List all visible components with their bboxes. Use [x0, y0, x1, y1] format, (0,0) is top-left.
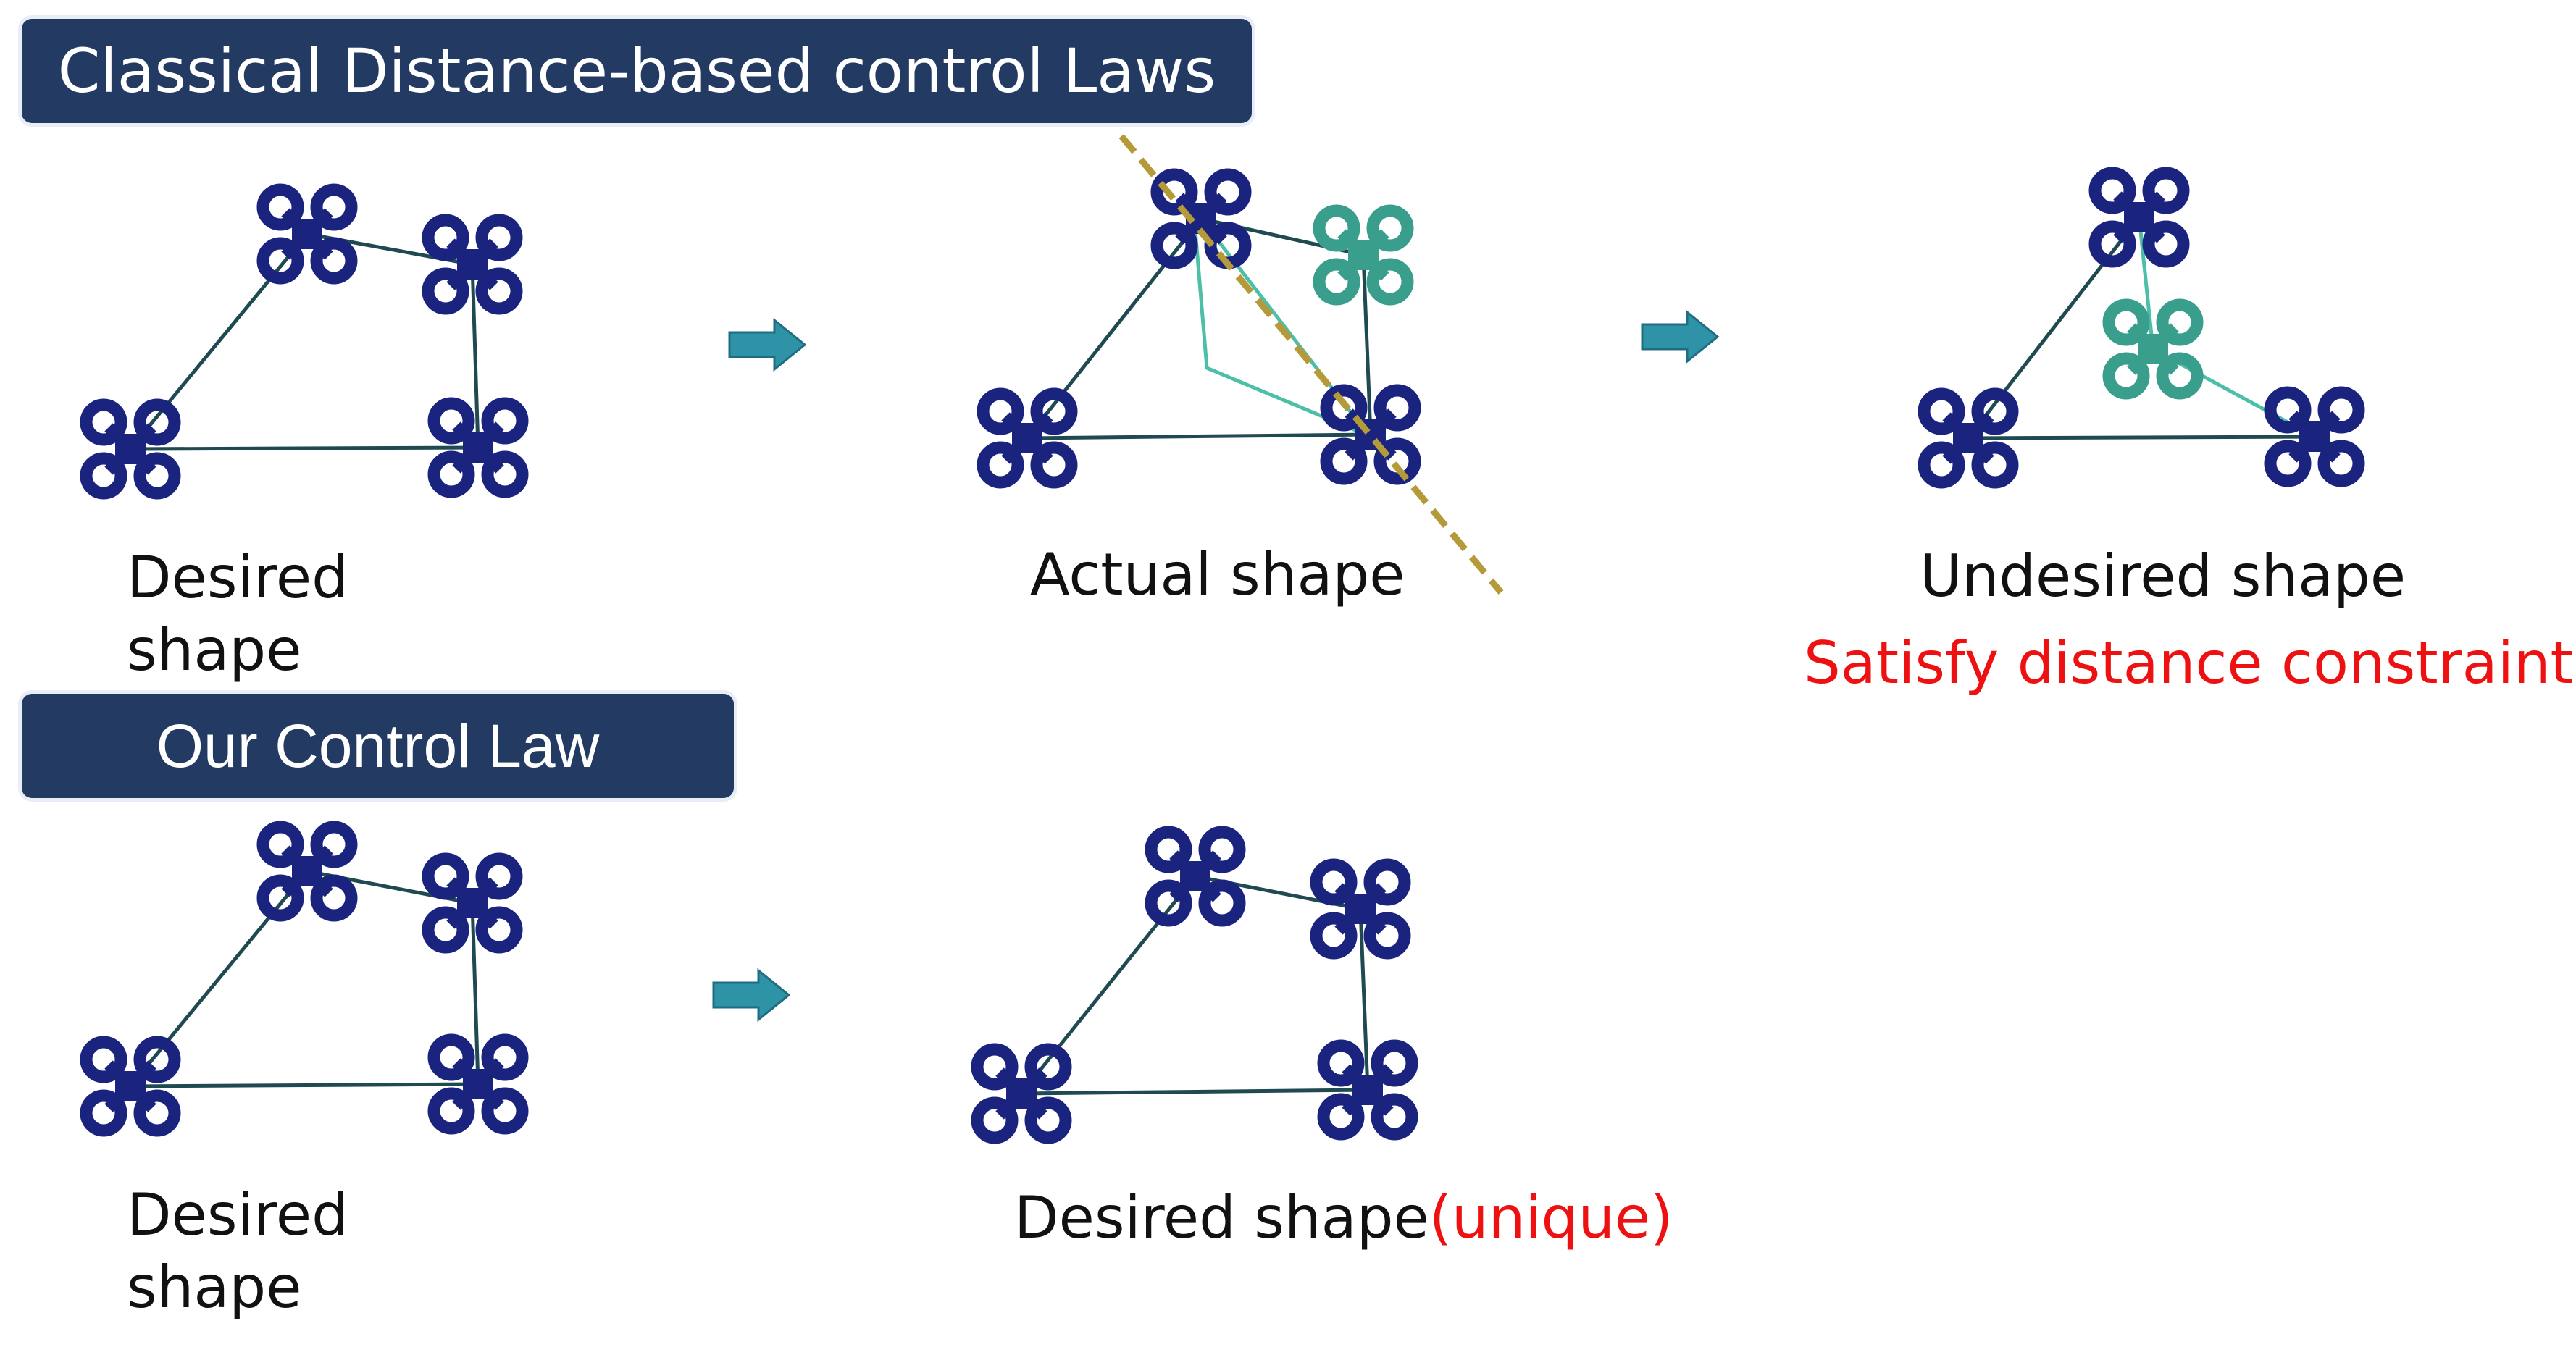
desired-shape-caption-bottom-line2: shape [127, 1254, 302, 1321]
transition-arrow-icon [728, 319, 806, 371]
our-law-banner: Our Control Law [22, 694, 734, 798]
desired-shape-diagram-bottom [86, 827, 522, 1130]
desired-shape-label: Desired shape [1014, 1184, 1429, 1251]
desired-shape-caption-bottom: Desired [127, 1181, 348, 1249]
desired-shape-diagram-top [86, 190, 522, 493]
classical-laws-banner: Classical Distance-based control Laws [22, 19, 1252, 123]
transition-arrow-icon [1641, 311, 1719, 363]
classical-laws-title: Classical Distance-based control Laws [57, 35, 1216, 106]
actual-shape-caption: Actual shape [1030, 541, 1405, 608]
drone-icon [1151, 832, 1239, 920]
transition-arrow-icon [712, 969, 790, 1021]
desired-shape-caption-top: Desired [127, 544, 348, 611]
desired-shape-caption-top-line2: shape [127, 616, 302, 684]
unique-shape-caption: Desired shape(unique) [1014, 1182, 1673, 1254]
satisfy-constraints-caption: Satisfy distance constraints [1804, 629, 2576, 697]
drone-icon [1157, 175, 1245, 263]
undesired-shape-diagram [1924, 173, 2359, 482]
drone-teal-icon [2109, 305, 2197, 393]
undesired-shape-caption: Undesired shape [1920, 542, 2406, 610]
actual-shape-diagram [983, 134, 1504, 595]
unique-label: (unique) [1429, 1184, 1673, 1251]
drone-icon [263, 190, 351, 278]
drone-icon [2095, 173, 2183, 261]
unique-shape-diagram [977, 832, 1412, 1138]
drone-icon [263, 827, 351, 915]
reflection-dashed-line [1118, 134, 1504, 595]
our-law-title: Our Control Law [156, 711, 600, 780]
